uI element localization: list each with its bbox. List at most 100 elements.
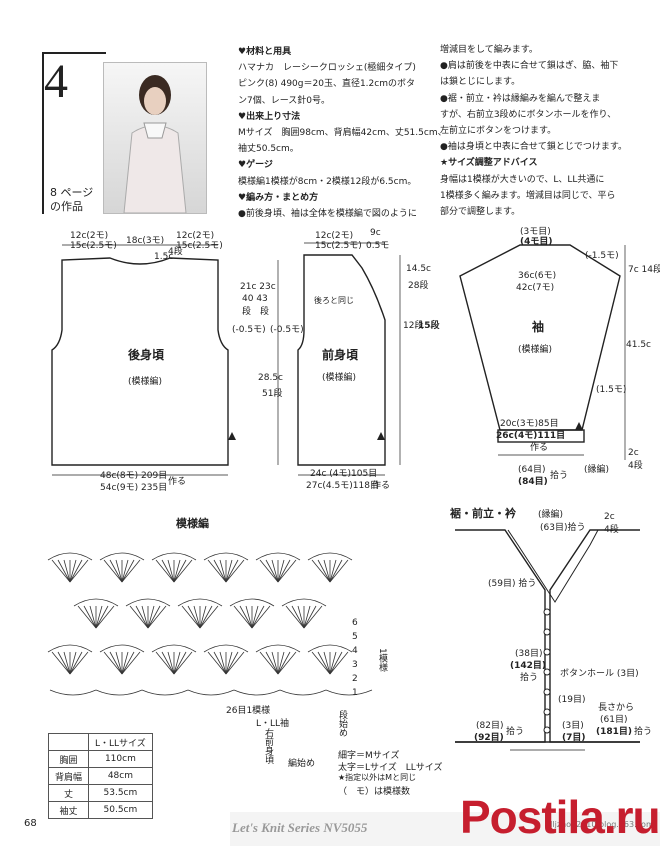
front-mid-2: 15段	[418, 321, 440, 331]
fan-stitch	[291, 605, 305, 629]
fan-stitch	[63, 559, 71, 583]
fan-stitch	[103, 651, 123, 675]
instruction-line: ♥ゲージ	[238, 160, 273, 171]
sleeve-cuff	[497, 429, 585, 443]
fan-stitch	[219, 651, 227, 675]
fan-stitch	[187, 605, 201, 629]
fan-stitch	[329, 559, 343, 583]
fan-stitch	[311, 559, 331, 583]
fan-stitch	[109, 651, 123, 675]
fan-stitch	[121, 651, 141, 675]
watermark-logo: Postila.ru	[460, 791, 660, 843]
sleeve-top-1: (3モ目)	[520, 227, 551, 237]
fan-stitch	[193, 605, 201, 629]
model-photo-figure	[123, 75, 187, 213]
fan-stitch	[115, 651, 123, 675]
size-val: 110cm	[88, 750, 153, 768]
edging-lapel: (59目) 拾う	[488, 579, 537, 589]
instruction-line: ●裾・前立・衿は縁編みを編んで整えま	[440, 93, 601, 104]
fan-stitch	[69, 559, 77, 583]
fan-stitch	[323, 651, 331, 675]
fan-stitch	[225, 651, 239, 675]
fan-stitch	[121, 651, 135, 675]
fan-stitch	[277, 651, 291, 675]
edging-b19: (19目)	[558, 695, 586, 705]
fan-stitch	[115, 559, 123, 583]
front-bottom-1: 24c (4モ)105目	[310, 469, 378, 479]
back-sub: (模様編)	[128, 377, 163, 387]
fan-stitch	[95, 605, 103, 629]
fan-stitch	[277, 559, 297, 583]
fan-stitch	[251, 605, 259, 629]
fan-stitch	[161, 559, 175, 583]
fan-stitch	[173, 651, 187, 675]
size-table-header: L・LLサイズ	[88, 733, 153, 751]
fan-stitch	[199, 605, 213, 629]
front-body-outline	[297, 254, 386, 466]
sleeve-rows7: 7c 14段	[628, 265, 660, 275]
sleeve-cuff-2: 26c(4モ)111目	[496, 431, 566, 441]
size-key: 袖丈	[47, 801, 90, 819]
fan-arc	[203, 552, 249, 561]
fan-stitch	[259, 559, 279, 583]
edging-bottomL-3: 拾う	[506, 727, 525, 737]
fan-stitch	[95, 605, 109, 629]
front-mid-1: 12段	[403, 321, 424, 331]
fan-stitch	[277, 559, 285, 583]
fan-stitch	[89, 605, 97, 629]
fan-arc	[255, 552, 301, 561]
fan-stitch	[63, 651, 71, 675]
instruction-line: ♥材料と用具	[238, 47, 292, 57]
fan-stitch	[51, 651, 71, 675]
fan-arc	[151, 552, 197, 561]
page-number: 68	[24, 818, 37, 829]
fan-stitch	[167, 559, 175, 583]
front-top-2: 15c(2.5モ)	[315, 241, 362, 251]
instruction-line: は鎖とじにします。	[440, 77, 521, 88]
fan-stitch	[225, 559, 233, 583]
instruction-line: 模様編1模様が8cm・2模様12段が6.5cm。	[238, 176, 417, 187]
instruction-line: ●肩は前後を中表に合せて鎖はぎ、脇、袖下	[440, 61, 619, 72]
fan-stitch	[277, 651, 285, 675]
size-key: 胸囲	[47, 750, 90, 768]
armhole-2: 40 43	[242, 294, 268, 304]
instruction-line: ♥出来上り寸法	[238, 111, 301, 122]
legend-3: ★指定以外はMと同じ	[338, 773, 417, 782]
front-sub: (模様編)	[322, 373, 357, 383]
fan-arc	[99, 644, 145, 653]
legend-4: （ モ）は模様数	[338, 787, 411, 797]
fan-stitch	[155, 559, 175, 583]
sleeve-4rows: 4段	[628, 461, 643, 471]
sleeve-pick: 拾う	[550, 471, 569, 481]
fan-stitch	[103, 559, 123, 583]
fan-stitch	[207, 651, 227, 675]
instruction-line: ★サイズ調整アドバイス	[440, 158, 538, 169]
front-title: 前身頃	[322, 348, 359, 362]
fan-stitch	[77, 605, 97, 629]
fan-stitch	[239, 605, 253, 629]
fan-stitch	[199, 605, 207, 629]
fan-stitch	[69, 651, 89, 675]
fan-stitch	[213, 559, 227, 583]
fan-stitch	[155, 651, 175, 675]
fan-stitch	[329, 651, 337, 675]
fan-stitch	[69, 559, 89, 583]
instruction-line: 1模様多く編みます。増減目は同じで、平ら	[440, 190, 616, 201]
front-top-1: 12c(2モ)	[315, 231, 354, 241]
fan-stitch	[329, 651, 343, 675]
fan-stitch	[323, 559, 331, 583]
chain-loop	[141, 689, 189, 696]
chain-loop	[95, 689, 143, 696]
fan-arc	[255, 644, 301, 653]
fan-stitch	[251, 605, 265, 629]
instruction-line: 袖丈50.5cm。	[238, 144, 299, 155]
back-body-outline	[51, 257, 229, 466]
fan-stitch	[259, 651, 279, 675]
edging-mid-2: (142目)	[510, 661, 547, 671]
fan-stitch	[173, 559, 187, 583]
instruction-line: ピンク(8) 490g＝20玉、直径1.2cmのボタ	[238, 79, 415, 90]
fan-stitch	[129, 605, 149, 629]
back-length-rows: 51段	[262, 389, 283, 399]
sleeve-width-1: 36c(6モ)	[518, 271, 557, 281]
